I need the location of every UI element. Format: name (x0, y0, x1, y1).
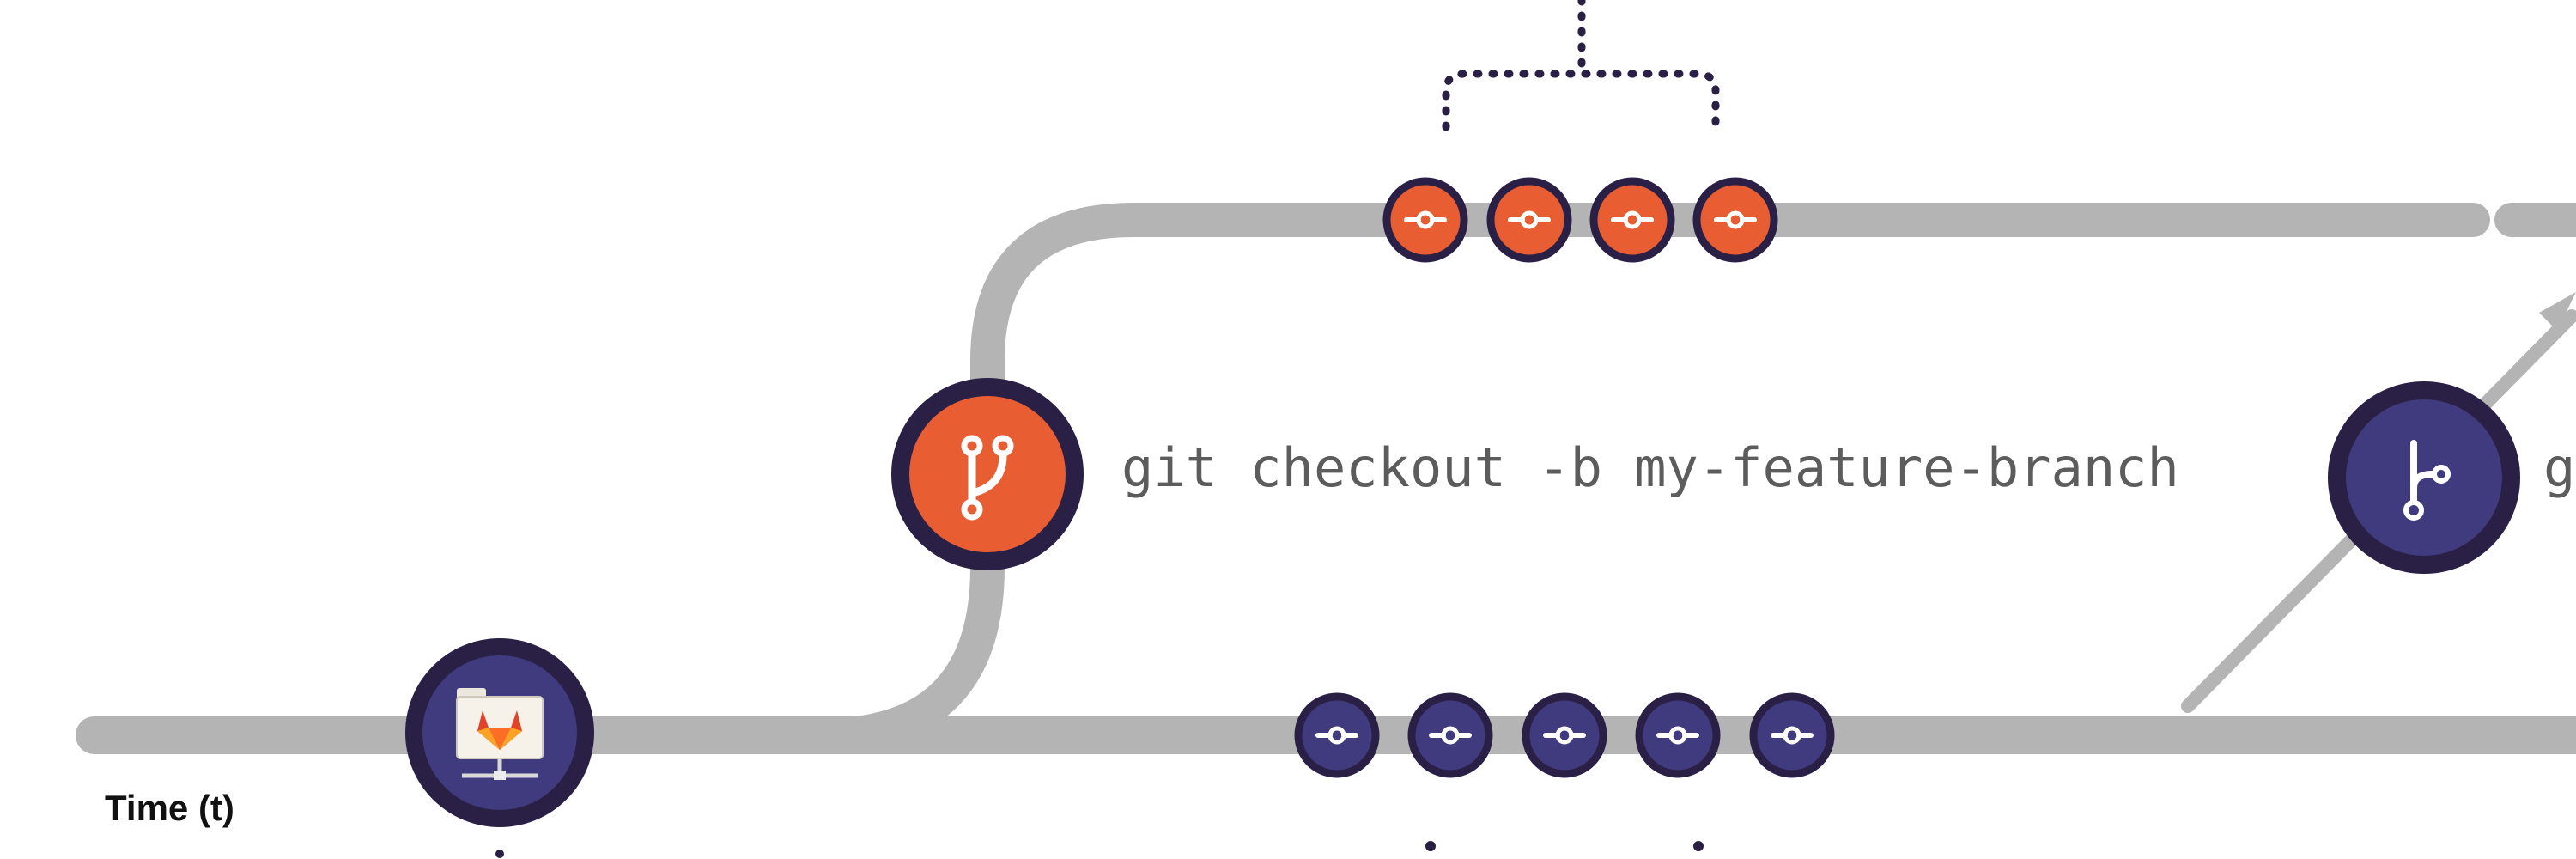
feature-commit-node[interactable] (1486, 177, 1572, 263)
feature-commit-node[interactable] (1589, 177, 1675, 263)
feature-branch-commits (1382, 177, 1778, 263)
main-commits-markers (495, 841, 1704, 858)
main-commit-node[interactable] (1635, 692, 1721, 778)
git-merge-icon (2403, 440, 2451, 521)
checkout-command-label: git checkout -b my-feature-branch (1121, 436, 2179, 499)
main-commit-node[interactable] (1294, 692, 1380, 778)
branch-node[interactable] (891, 378, 1084, 570)
marker-dot (495, 850, 504, 858)
time-axis-label: Time (t) (105, 788, 234, 828)
feature-commit-node[interactable] (1692, 177, 1778, 263)
repository-node[interactable] (405, 638, 594, 827)
merge-arrow-head (2539, 292, 2576, 331)
feature-commits-bracket (1442, 0, 1720, 131)
right-command-fragment: g (2543, 436, 2575, 499)
gitlab-repository-icon (456, 688, 544, 780)
main-branch-commits (1294, 692, 1835, 778)
main-commit-node[interactable] (1749, 692, 1835, 778)
git-branch-icon (961, 435, 1014, 521)
marker-dot (1693, 841, 1704, 851)
main-commit-node[interactable] (1407, 692, 1493, 778)
feature-commit-node[interactable] (1382, 177, 1468, 263)
merge-node[interactable] (2328, 381, 2520, 574)
main-commit-node[interactable] (1522, 692, 1607, 778)
marker-dot (1425, 841, 1436, 851)
